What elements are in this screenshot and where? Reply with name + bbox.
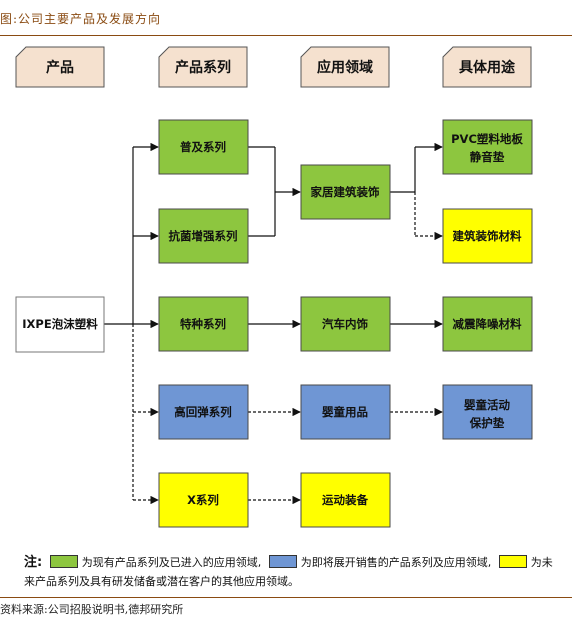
field-label-2: 汽车内饰 [322, 317, 368, 331]
use-label-4b: 保护垫 [469, 416, 505, 430]
field-label-1: 家居建筑装饰 [311, 185, 380, 199]
legend-future-text: 为未来产品系列及具有研发储备或潜在客户的其他应用领域。 [24, 556, 553, 588]
legend-yellow-swatch [498, 555, 527, 568]
figure-title: 图:公司主要产品及发展方向 [0, 12, 162, 26]
product-dashed-connectors [132, 324, 159, 505]
series-dashed-connectors [248, 407, 301, 505]
product-box-ixpe: IXPE泡沫塑料 [15, 296, 105, 353]
note-label: 注: [24, 555, 43, 570]
legend-existing-text: 为现有产品系列及已进入的应用领域, [81, 556, 262, 569]
header-产品系列: 产品系列 [158, 46, 248, 88]
field-box-运动装备: 运动装备 [300, 472, 391, 528]
header-use-label: 具体用途 [458, 59, 516, 76]
use-label-1a: PVC塑料地板 [451, 132, 523, 146]
use-label-4a: 婴童活动 [464, 398, 510, 412]
legend-upcoming-text: 为即将展开销售的产品系列及应用领域, [300, 556, 492, 569]
legend-note: 注: 为现有产品系列及已进入的应用领域, 为即将展开销售的产品系列及应用领域, … [24, 553, 554, 591]
field-box-汽车内饰: 汽车内饰 [300, 296, 391, 352]
legend-blue-swatch [268, 555, 297, 568]
use-box-减震降噪: 减震降噪材料 [442, 296, 533, 352]
header-product-label: 产品 [46, 59, 74, 76]
use-box-婴童保护垫: 婴童活动 保护垫 [442, 384, 533, 440]
field-dashed-connectors [390, 192, 443, 417]
use-box-建筑装饰材料: 建筑装饰材料 [442, 208, 533, 264]
series-label-5: X系列 [187, 493, 219, 507]
series-connectors [248, 146, 301, 329]
header-产品: 产品 [15, 46, 105, 88]
use-label-1b: 静音垫 [470, 150, 505, 164]
header-series-label: 产品系列 [175, 59, 231, 76]
field-connectors [390, 142, 443, 329]
series-label-2: 抗菌增强系列 [169, 229, 238, 243]
series-label-1: 普及系列 [180, 140, 226, 154]
series-label-4: 高回弹系列 [174, 405, 232, 419]
field-label-3: 婴童用品 [322, 405, 368, 419]
use-label-3: 减震降噪材料 [453, 317, 522, 331]
use-box-pvc地板: PVC塑料地板 静音垫 [442, 119, 533, 175]
field-box-婴童用品: 婴童用品 [300, 384, 391, 440]
series-box-x: X系列 [158, 472, 249, 528]
header-应用领域: 应用领域 [300, 46, 390, 88]
product-connectors [104, 142, 159, 329]
source-note: 资料来源:公司招股说明书,德邦研究所 [0, 603, 184, 616]
series-box-特种: 特种系列 [158, 296, 249, 352]
series-box-抗菌增强: 抗菌增强系列 [158, 208, 249, 264]
product-label: IXPE泡沫塑料 [22, 317, 98, 331]
field-label-4: 运动装备 [322, 493, 368, 507]
source-divider [0, 597, 572, 598]
title-divider [0, 35, 572, 36]
header-具体用途: 具体用途 [442, 46, 532, 88]
legend-green-swatch [49, 555, 78, 568]
series-box-高回弹: 高回弹系列 [158, 384, 249, 440]
series-box-普及: 普及系列 [158, 119, 249, 175]
use-label-2: 建筑装饰材料 [453, 229, 522, 243]
field-box-家居建筑装饰: 家居建筑装饰 [300, 164, 391, 220]
header-field-label: 应用领域 [317, 59, 373, 76]
series-label-3: 特种系列 [180, 317, 226, 331]
